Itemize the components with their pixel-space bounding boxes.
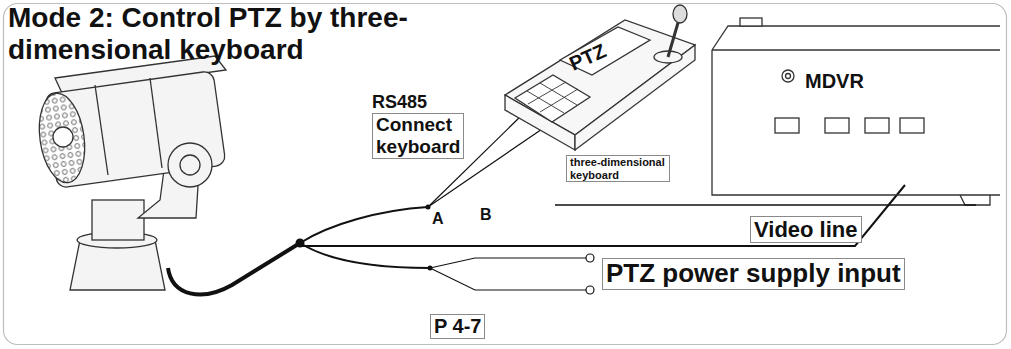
rs485-wire: [300, 207, 428, 243]
mdvr-port: [865, 118, 889, 133]
mdvr-port: [825, 118, 849, 133]
wire-label: Connect keyboard: [372, 113, 464, 159]
device-name: three-dimensional keyboard: [566, 155, 670, 182]
mdvr-illustration: [712, 18, 1000, 205]
keypad-grid: [527, 82, 578, 113]
mdvr-node: MDVR: [705, 20, 1001, 205]
mdvr-latch: [740, 18, 762, 26]
ir-led-array: [34, 90, 90, 185]
power-terminal: [586, 254, 594, 262]
housing-rib: [95, 85, 108, 175]
power-wire-positive: [430, 258, 586, 268]
mdvr-port: [775, 118, 799, 133]
mdvr-top: [712, 26, 1000, 50]
power-terminal: [586, 286, 594, 294]
signal-name: RS485: [372, 92, 427, 113]
tilt-disc: [168, 143, 212, 187]
connector-line: [555, 204, 976, 205]
wire-label: PTZ power supply input: [602, 258, 905, 290]
video-wire: [300, 185, 905, 246]
diagram-title: Mode 2: Control PTZ by three-dimensional…: [8, 2, 478, 66]
housing-rib: [150, 78, 162, 168]
keyboard-panel: [560, 27, 650, 75]
keyboard-illustration: [505, 5, 695, 150]
power-button: [782, 70, 794, 82]
mdvr-front: [712, 50, 1000, 195]
mdvr-port: [900, 118, 924, 133]
joystick-knob: [673, 5, 687, 23]
power-button: [786, 74, 791, 79]
pin-name: A: [432, 210, 444, 228]
keypad: [515, 75, 590, 122]
junction-dot: [426, 205, 431, 210]
ptz-camera: [34, 56, 226, 290]
mdvr-foot: [960, 195, 990, 205]
main-cable: [168, 243, 300, 294]
camera-neck: [92, 200, 144, 240]
camera-lens: [53, 127, 73, 147]
tilt-axis: [180, 155, 200, 175]
device-label: MDVR: [805, 70, 864, 93]
page-reference: P 4-7: [430, 314, 485, 339]
keyboard-label: PTZ: [566, 39, 610, 75]
power-wire-negative: [430, 268, 586, 290]
pin-name: B: [480, 206, 492, 224]
junction-dot: [428, 266, 433, 271]
junction-dot: [296, 239, 305, 248]
power-wire: [300, 243, 430, 268]
wire-label: Video line: [750, 216, 862, 243]
